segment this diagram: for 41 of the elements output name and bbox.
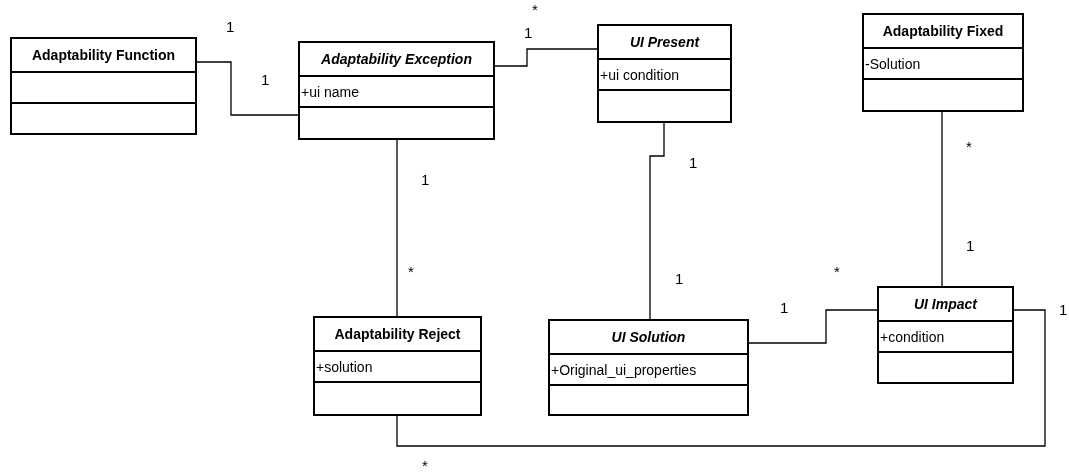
- class-name: UI Present: [599, 26, 730, 60]
- attribute-text: +Original_ui_properties: [550, 355, 747, 386]
- class-name: Adaptability Exception: [300, 43, 493, 77]
- class-name: Adaptability Fixed: [864, 15, 1022, 49]
- association-line: [396, 309, 1046, 447]
- multiplicity-label: 1: [780, 300, 789, 316]
- multiplicity-label: 1: [689, 155, 698, 171]
- attribute-text: +condition: [879, 322, 1012, 353]
- attribute-text: +solution: [315, 352, 480, 383]
- class-box: [597, 24, 732, 123]
- multiplicity-label: 1: [966, 238, 975, 254]
- multiplicity-label: *: [834, 264, 840, 280]
- multiplicity-label: 1: [524, 25, 533, 41]
- multiplicity-label: 1: [421, 172, 430, 188]
- attribute-text: +ui name: [300, 77, 493, 108]
- multiplicity-label: 1: [675, 271, 684, 287]
- association-line: [396, 139, 398, 317]
- class-name: UI Solution: [550, 321, 747, 355]
- multiplicity-label: *: [532, 2, 538, 18]
- class-name: Adaptability Reject: [315, 318, 480, 352]
- association-line: [941, 111, 943, 287]
- class-name: UI Impact: [879, 288, 1012, 322]
- class-box: [10, 37, 197, 135]
- multiplicity-label: 1: [1059, 302, 1068, 318]
- attribute-text: +ui condition: [599, 60, 730, 91]
- multiplicity-label: *: [422, 458, 428, 472]
- association-line: [748, 309, 878, 344]
- multiplicity-label: 1: [226, 19, 235, 35]
- class-box: [548, 319, 749, 416]
- class-box: [313, 316, 482, 416]
- class-box: [862, 13, 1024, 112]
- association-line: [649, 122, 665, 320]
- class-box: [298, 41, 495, 140]
- class-box: [877, 286, 1014, 384]
- attribute-text: -Solution: [864, 49, 1022, 80]
- multiplicity-label: *: [966, 139, 972, 155]
- multiplicity-label: 1: [261, 72, 270, 88]
- multiplicity-label: *: [408, 264, 414, 280]
- association-line: [494, 48, 598, 67]
- class-name: Adaptability Function: [12, 39, 195, 73]
- association-line: [196, 61, 299, 116]
